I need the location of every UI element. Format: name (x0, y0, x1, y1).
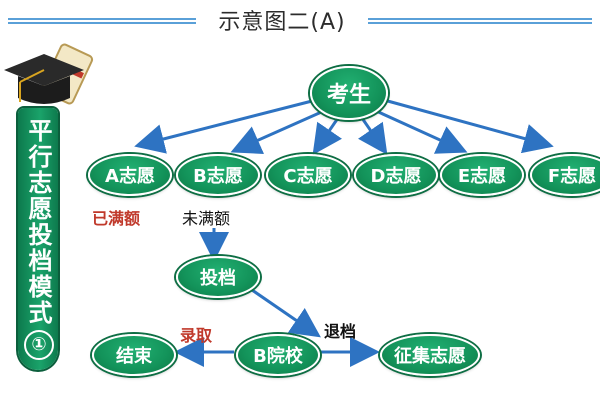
node-candidate: 考生 (310, 66, 388, 120)
arrow-root-to-c (312, 117, 342, 155)
node-option-b: B志愿 (176, 154, 260, 196)
node-option-d: D志愿 (354, 154, 438, 196)
node-submit: 投档 (176, 256, 260, 298)
node-school: B院校 (236, 334, 320, 376)
node-option-f: F志愿 (530, 154, 600, 196)
status-not-full: 未满额 (182, 209, 231, 228)
side-band-number: ① (24, 330, 54, 360)
arrow-root-to-a (134, 98, 317, 154)
node-option-c: C志愿 (266, 154, 350, 196)
arrow-root-to-d (358, 117, 388, 155)
side-band-title: 平行志愿投档模式 (24, 118, 52, 326)
arrow-root-to-f (383, 98, 554, 154)
graduation-cap-icon (4, 43, 94, 105)
label-return: 退档 (324, 322, 357, 341)
node-option-e: E志愿 (440, 154, 524, 196)
header-rule-left (8, 18, 196, 24)
arrow-submit-to-school (251, 288, 321, 338)
node-option-a: A志愿 (88, 154, 172, 196)
node-recruit: 征集志愿 (380, 334, 480, 376)
status-full: 已满额 (92, 209, 141, 228)
side-band: 平行志愿投档模式 ① (18, 108, 58, 370)
label-admit: 录取 (180, 326, 213, 345)
header-rule-right (368, 18, 592, 24)
arrow-root-to-b (230, 108, 327, 154)
diagram-title: 示意图二(A) (218, 10, 346, 35)
arrow-root-to-e (373, 108, 468, 154)
node-end: 结束 (92, 334, 176, 376)
